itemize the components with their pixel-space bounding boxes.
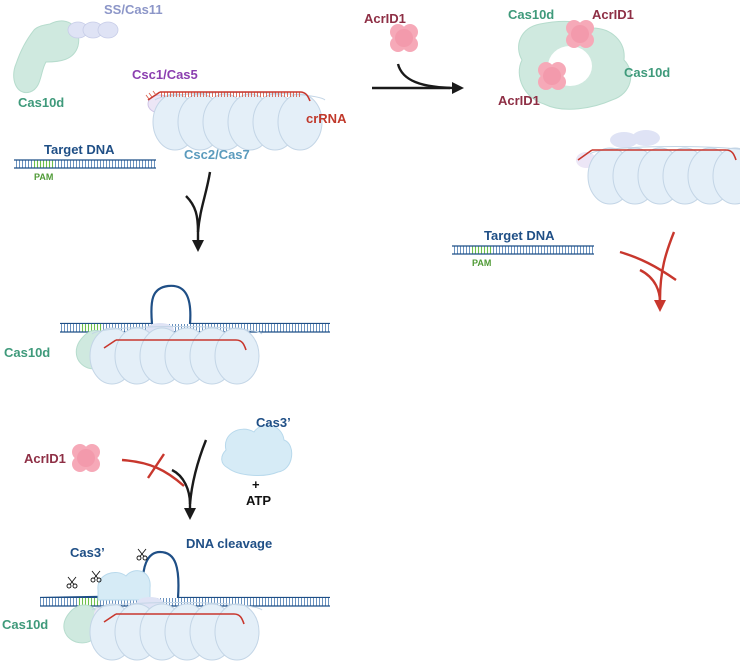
acrid1-top — [390, 24, 418, 52]
inhibition-cross-bottom — [121, 453, 185, 487]
blocked-arrow-right — [619, 231, 677, 312]
csc1-cas5-label: Csc1/Cas5 — [132, 67, 198, 82]
cleavage-complex — [39, 550, 330, 661]
merge-arrow-bottom — [171, 439, 208, 520]
cas3-label-bound: Cas3’ — [70, 545, 105, 560]
ss-cas11-label: SS/Cas11 — [104, 2, 163, 17]
acrid1-label-bottom: AcrID1 — [24, 451, 66, 466]
acrid1-label-right-bottom: AcrID1 — [498, 93, 540, 108]
binding-arrow-top — [372, 63, 464, 94]
acrid1-bottom-left — [72, 444, 100, 472]
cas10d-label-mid: Cas10d — [4, 345, 51, 360]
cas10d-label-top: Cas10d — [18, 95, 65, 110]
cas10d-acrid1-complex — [518, 20, 632, 110]
ss-cas11-subunits — [67, 21, 119, 39]
cas10d-free-protein — [13, 20, 80, 94]
target-dna-label-right: Target DNA — [484, 228, 555, 243]
pam-region-left — [34, 160, 54, 168]
cas10d-label-bottom: Cas10d — [2, 617, 49, 632]
cascade-complex-top — [147, 92, 326, 151]
dna-bubble-mid — [60, 284, 330, 326]
pam-label-left: PAM — [34, 172, 54, 182]
target-dna-label-left: Target DNA — [44, 142, 115, 157]
cas10d-label-right: Cas10d — [624, 65, 671, 80]
merge-arrow-left — [185, 171, 212, 252]
plus-sign: + — [252, 477, 260, 492]
target-dna-right — [452, 245, 594, 255]
acrid1-label-top: AcrID1 — [364, 11, 406, 26]
cas3-label-free: Cas3’ — [256, 415, 291, 430]
cas10d-label-right-top: Cas10d — [508, 7, 555, 22]
rloop-complex — [60, 284, 330, 385]
atp-label: ATP — [246, 493, 272, 508]
target-dna-left — [14, 159, 156, 169]
dna-cleavage-label: DNA cleavage — [186, 536, 273, 551]
crrna-label: crRNA — [306, 111, 347, 126]
acrid1-label-right-top: AcrID1 — [592, 7, 634, 22]
pam-label-right: PAM — [472, 258, 492, 268]
cascade-complex-right — [576, 130, 740, 205]
csc2-cas7-label: Csc2/Cas7 — [184, 147, 250, 162]
cas3-free-protein — [221, 424, 293, 476]
